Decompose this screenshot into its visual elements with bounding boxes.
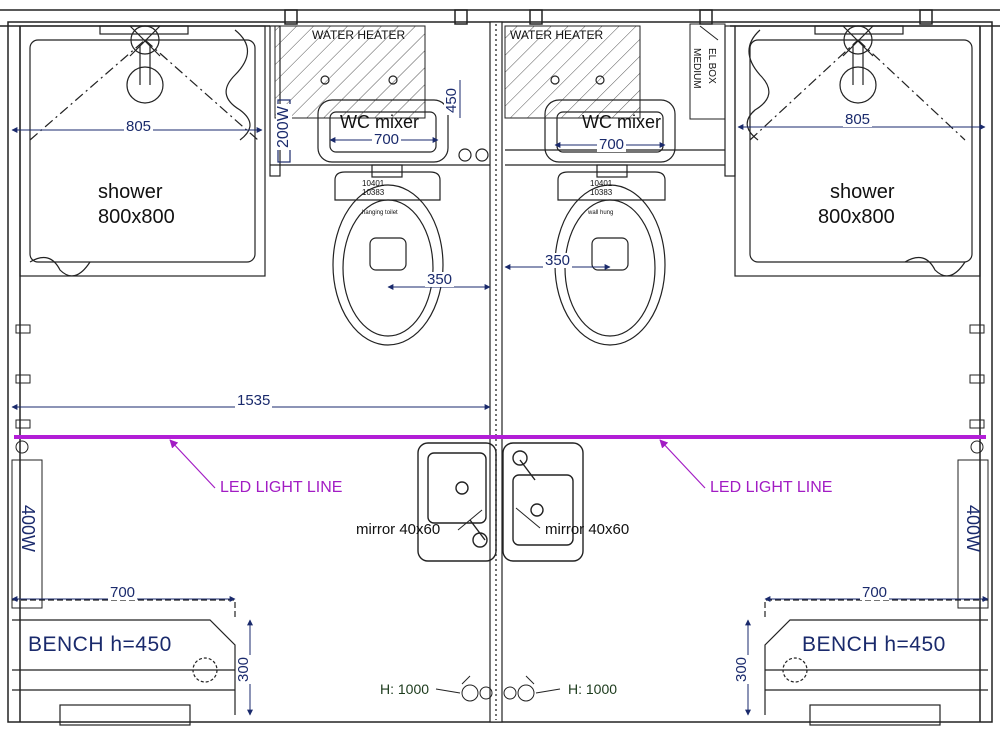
heater-left-label: 400W	[18, 505, 38, 553]
washbasin-right	[502, 442, 584, 562]
shower-left	[19, 25, 266, 277]
dim-bench-depth-left: 300	[235, 654, 252, 684]
mirror-leaders	[457, 507, 541, 531]
el-box-label: EL BOX	[706, 48, 717, 84]
led-label-right: LED LIGHT LINE	[710, 479, 833, 496]
heater-top-label: 200W	[275, 104, 292, 150]
shower-right	[734, 25, 981, 277]
dim-sink-left: 700	[372, 131, 402, 148]
bench-left	[12, 599, 236, 726]
dim-bench-right: 700	[860, 584, 890, 601]
central-partition	[489, 21, 503, 723]
water-heater-left-label: WATER HEATER	[312, 28, 406, 42]
bench-right	[764, 599, 988, 726]
water-heater-right	[504, 25, 641, 119]
dim-bench-depth-right: 300	[733, 654, 750, 684]
water-heater-left	[274, 25, 426, 119]
code1-left: 10401	[362, 179, 385, 188]
toilet-note-left: hanging toilet	[362, 210, 398, 216]
mirror-label-left: mirror 40x60	[356, 521, 441, 538]
hook-height-left: H: 1000	[380, 681, 430, 697]
washbasin-left	[417, 442, 497, 562]
heater-right-label: 400W	[963, 505, 983, 553]
dim-wc-left: 350	[425, 271, 455, 288]
code1-right: 10401	[590, 179, 613, 188]
mirror-label-right: mirror 40x60	[545, 521, 630, 538]
dim-wall-length: 1535	[235, 392, 273, 409]
wc-mixer-right-label: WC mixer	[582, 112, 661, 132]
dim-sink-right: 700	[597, 136, 627, 153]
toilet-left	[332, 164, 444, 346]
wc-mixer-left-label: WC mixer	[340, 112, 419, 132]
wall-heaters	[11, 459, 989, 609]
hooks	[435, 675, 561, 702]
wall-sockets-right	[969, 324, 985, 454]
dim-wc-right: 350	[543, 252, 573, 269]
code2-left: 10383	[362, 188, 385, 197]
bench-left-label: BENCH h=450	[28, 633, 172, 656]
toilet-note-right: wall hung	[588, 210, 614, 216]
led-label-left: LED LIGHT LINE	[220, 479, 343, 496]
bench-right-label: BENCH h=450	[802, 633, 946, 656]
shower-left-size: 800x800	[98, 206, 175, 228]
el-box-size-label: MEDIUM	[691, 48, 702, 89]
code2-right: 10383	[590, 188, 613, 197]
dim-shower-right: 805	[843, 111, 873, 128]
led-light-line	[14, 435, 986, 489]
wall-sockets-left	[15, 324, 31, 454]
dim-shower-left: 805	[124, 118, 154, 135]
water-heater-right-label: WATER HEATER	[510, 28, 604, 42]
shower-left-label: shower	[98, 181, 163, 203]
dim-bench-left: 700	[108, 584, 138, 601]
dim-heater-depth: 450	[443, 85, 460, 115]
shower-right-size: 800x800	[818, 206, 895, 228]
shower-right-label: shower	[830, 181, 895, 203]
hook-height-right: H: 1000	[568, 681, 618, 697]
